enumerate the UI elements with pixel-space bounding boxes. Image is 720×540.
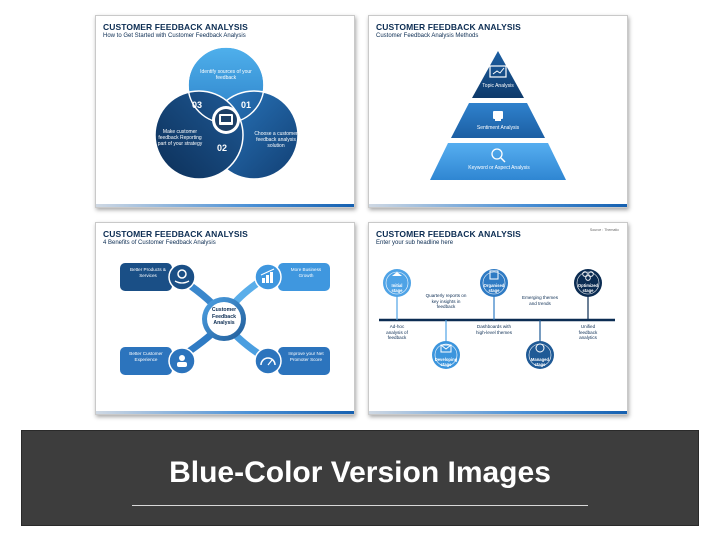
stage-pin-developing xyxy=(432,320,460,369)
venn-diagram xyxy=(154,46,299,180)
gears-hand-icon xyxy=(174,269,190,284)
benefits-diagram xyxy=(120,263,330,375)
slide-title: CUSTOMER FEEDBACK ANALYSIS xyxy=(103,22,248,32)
venn-top-text: Identify sources of your feedback xyxy=(200,69,252,81)
pyramid-label-2: Sentiment Analysis xyxy=(476,125,520,131)
benefit-box-1 xyxy=(120,263,172,291)
slide-thumbnail-maturity-timeline[interactable]: CUSTOMER FEEDBACK ANALYSIS Enter your su… xyxy=(368,222,628,415)
venn-left-text: Make customer feedback Reporting part of… xyxy=(157,129,203,147)
slide-thumbnail-benefits[interactable]: CUSTOMER FEEDBACK ANALYSIS 4 Benefits of… xyxy=(95,222,355,415)
slide-title: CUSTOMER FEEDBACK ANALYSIS xyxy=(376,229,521,239)
slide-title: CUSTOMER FEEDBACK ANALYSIS xyxy=(376,22,521,32)
stage-description: Unified feedback analytics xyxy=(578,324,598,341)
slide-thumbnail-pyramid[interactable]: CUSTOMER FEEDBACK ANALYSIS Customer Feed… xyxy=(368,15,628,208)
stage-pin-initial xyxy=(383,269,411,320)
stage-pin-organised xyxy=(480,269,508,320)
benefit-box-4 xyxy=(278,347,330,375)
stage-pin-optimized xyxy=(574,269,602,320)
document-icon xyxy=(489,270,499,280)
benefit-label-1: Better Products & Services xyxy=(130,267,167,278)
benefit-circle-1 xyxy=(168,263,196,291)
slide-bottom-line xyxy=(369,411,627,414)
stage-description: Dashboards with high-level themes xyxy=(476,324,513,335)
venn-number-03: 03 xyxy=(192,100,203,110)
venn-right-text: Choose a customer feedback analysis solu… xyxy=(254,131,298,149)
presentation-chart-icon xyxy=(489,65,507,78)
sentiment-icon xyxy=(493,111,503,121)
stage-label: Organised stage xyxy=(483,283,505,293)
stage-label: Developing stage xyxy=(434,357,458,367)
banner-divider xyxy=(132,505,588,506)
timeline-diagram xyxy=(379,269,615,369)
slide-bottom-line xyxy=(96,204,354,207)
slide-subtitle: 4 Benefits of Customer Feedback Analysis xyxy=(103,240,216,246)
slide-subtitle: Enter your sub headline here xyxy=(376,240,454,246)
banner-title: Blue-Color Version Images xyxy=(169,456,551,489)
center-label: Customer Feedback Analysis xyxy=(211,307,237,326)
version-banner: Blue-Color Version Images xyxy=(21,430,699,526)
slide-thumbnail-venn[interactable]: CUSTOMER FEEDBACK ANALYSIS How to Get St… xyxy=(95,15,355,208)
stage-label: Optimized stage xyxy=(577,283,599,293)
team-icon xyxy=(582,271,594,281)
benefit-circle-4 xyxy=(254,347,282,375)
slide-title: CUSTOMER FEEDBACK ANALYSIS xyxy=(103,229,248,239)
stage-description: Ad-hoc analysis of feedback xyxy=(386,324,408,341)
magnifier-icon xyxy=(491,148,506,163)
benefit-box-2 xyxy=(278,263,330,291)
venn-number-01: 01 xyxy=(241,100,252,110)
pyramid-label-1: Topic Analysis xyxy=(482,83,514,89)
pyramid-level-1 xyxy=(472,51,524,98)
benefit-label-3: Better Customer Experience xyxy=(129,351,163,362)
stage-description: Quarterly reports on key insights in fee… xyxy=(425,293,467,310)
stage-label: Managed stage xyxy=(530,357,550,367)
source-note: Source : Thematic xyxy=(589,228,619,232)
bug-icon xyxy=(535,343,545,353)
center-disc xyxy=(207,302,241,336)
speedometer-icon xyxy=(260,357,276,366)
growth-chart-icon xyxy=(260,268,275,283)
stage-description: Emerging themes and trends xyxy=(522,295,559,306)
stage-label: Initial stage xyxy=(391,283,403,293)
pyramid-level-3 xyxy=(430,143,566,180)
benefit-label-2: More Business Growth xyxy=(290,267,322,278)
slide-subtitle: Customer Feedback Analysis Methods xyxy=(376,33,479,39)
slide-subtitle: How to Get Started with Customer Feedbac… xyxy=(103,33,246,39)
venn-number-02: 02 xyxy=(217,143,228,153)
benefit-label-4: Improve your Net Promoter Score xyxy=(288,351,324,362)
pyramid-label-3: Keyword or Aspect Analysis xyxy=(468,165,530,171)
benefit-box-3 xyxy=(120,347,172,375)
idea-hand-icon xyxy=(392,272,402,276)
customer-experience-icon xyxy=(177,355,187,367)
pyramid-diagram xyxy=(430,51,566,180)
slide-bottom-line xyxy=(96,411,354,414)
envelope-icon xyxy=(440,344,452,353)
stage-pin-managed xyxy=(526,320,554,369)
slide-bottom-line xyxy=(369,204,627,207)
